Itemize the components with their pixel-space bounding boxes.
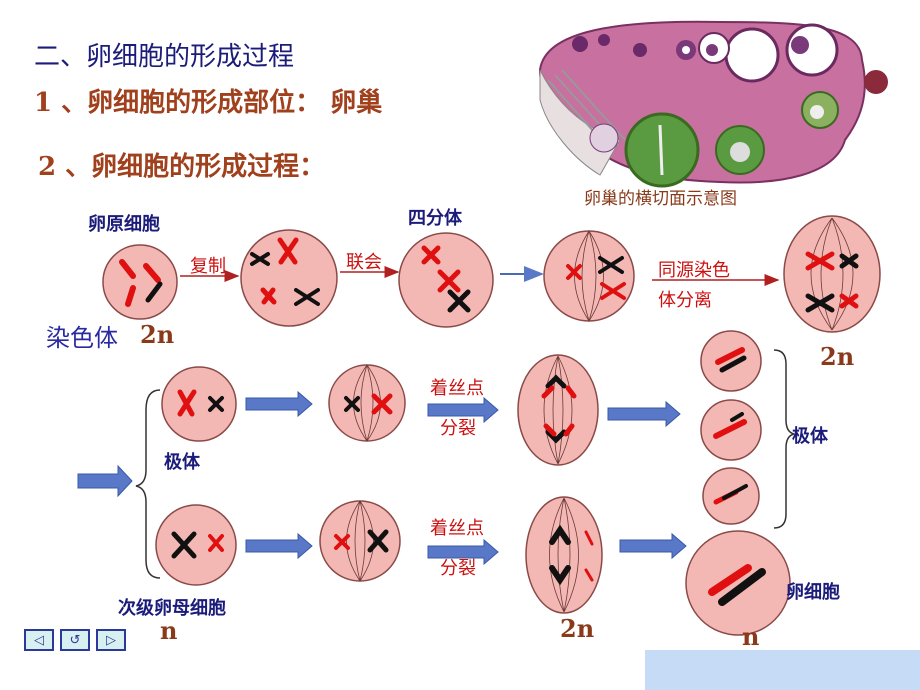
ploidy-after-split: 2n [560, 614, 595, 643]
formation-process-heading: 2 、卵细胞的形成过程： [38, 152, 326, 182]
label-centromere-split-1b: 分裂 [440, 418, 476, 439]
label-secondary-oocyte: 次级卵母细胞 [118, 598, 226, 619]
cell-secondary-oocyte [155, 504, 237, 586]
label-centromere-split-2a: 着丝点 [430, 518, 484, 539]
block-arrows [77, 390, 687, 566]
formation-site: 1 、卵细胞的形成部位： 卵巢 [34, 88, 383, 118]
ovary-illustration [538, 20, 888, 188]
label-chromosome: 染色体 [46, 324, 118, 352]
prev-button[interactable]: ◁ [24, 629, 54, 651]
label-centromere-split-1a: 着丝点 [430, 378, 484, 399]
label-homolog-separation-2: 体分离 [658, 290, 712, 311]
chromosomes [119, 237, 859, 606]
cell-oogonium [102, 244, 178, 320]
ploidy-start: 2n [140, 320, 175, 349]
label-replication: 复制 [190, 256, 226, 277]
ploidy-egg: n [742, 622, 760, 651]
return-button[interactable]: ↺ [60, 629, 90, 651]
slide-title: 二、卵细胞的形成过程 [34, 42, 295, 72]
cell-oocyte-metaphase [319, 500, 401, 582]
footer-bar [645, 650, 920, 690]
cell-oocyte-anaphase [525, 496, 603, 614]
ovary-caption: 卵巢的横切面示意图 [584, 189, 737, 209]
label-centromere-split-2b: 分裂 [440, 558, 476, 579]
next-button[interactable]: ▷ [96, 629, 126, 651]
spindle-fibers [346, 217, 854, 613]
ploidy-secondary: n [160, 616, 178, 645]
label-polar-bodies: 极体 [792, 426, 828, 447]
label-homolog-separation-1: 同源染色 [658, 260, 730, 281]
ploidy-primary: 2n [820, 342, 855, 371]
brackets [135, 349, 795, 579]
label-oogonium: 卵原细胞 [88, 214, 160, 235]
cell-polar-metaphase [328, 364, 406, 442]
cell-polar-body-1 [700, 330, 762, 392]
cell-first-polar-body [161, 366, 237, 442]
cell-egg [685, 530, 791, 636]
cell-polar-anaphase [517, 354, 599, 466]
label-synapsis: 联会 [346, 252, 382, 273]
thin-arrows [180, 266, 780, 286]
label-tetrad: 四分体 [408, 208, 462, 229]
nav-controls: ◁ ↺ ▷ [24, 629, 126, 651]
cell-metaphase-1 [543, 230, 635, 322]
label-egg: 卵细胞 [786, 582, 840, 603]
label-first-polar-body: 极体 [164, 452, 200, 473]
cell-replicated [240, 229, 338, 327]
cell-anaphase-1 [783, 215, 881, 333]
